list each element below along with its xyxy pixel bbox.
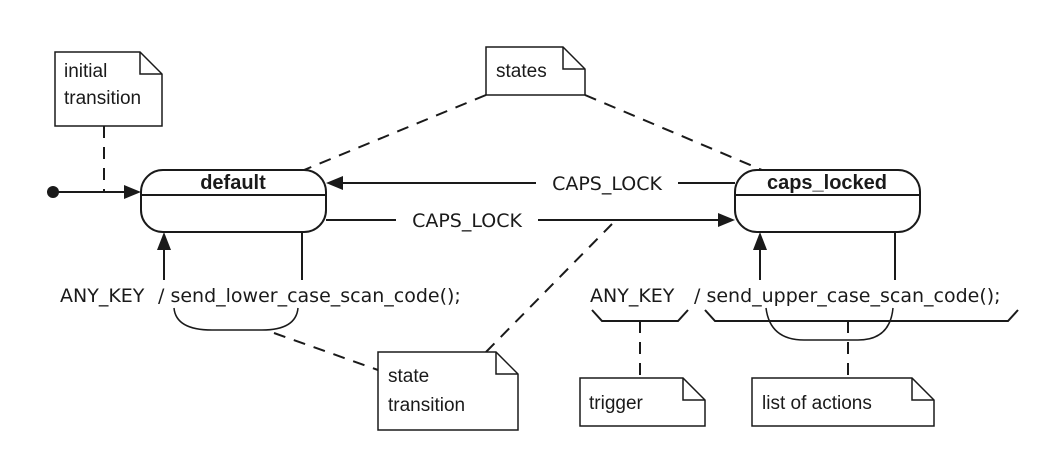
note-state-transition-line2: transition [388, 395, 465, 416]
self-caps-curve [765, 307, 894, 341]
note-state-transition-line1: state [388, 366, 429, 387]
state-default-name: default [200, 172, 266, 194]
self-default-action: / send_lower_case_scan_code(); [158, 285, 461, 307]
note-state-transition: state transition [377, 351, 519, 431]
state-caps-locked-name: caps_locked [767, 172, 887, 194]
self-caps-action: / send_upper_case_scan_code(); [694, 285, 1001, 307]
initial-pseudostate [47, 186, 59, 198]
note-states: states [485, 46, 586, 96]
note-list-of-actions: list of actions [751, 377, 935, 427]
transition-to-caps-event: CAPS_LOCK [412, 210, 522, 232]
initial-transition-arrowhead [124, 185, 141, 199]
note-states-connector-left [303, 94, 487, 171]
self-caps-trigger: ANY_KEY [590, 285, 675, 307]
self-default-trigger: ANY_KEY [60, 285, 145, 307]
note-initial-line2: transition [64, 88, 141, 109]
note-states-label: states [496, 61, 547, 82]
transition-to-default-arrowhead [326, 176, 343, 190]
transition-to-caps-arrowhead [718, 213, 735, 227]
note-trigger: trigger [579, 377, 706, 427]
self-default-arrowhead [157, 232, 171, 250]
note-state-transition-connector-left [273, 332, 379, 371]
note-initial-transition: initial transition [54, 51, 163, 127]
transition-to-default-event: CAPS_LOCK [552, 173, 662, 195]
actions-brace [704, 309, 1019, 322]
note-states-connector-right [584, 94, 763, 171]
note-list-of-actions-label: list of actions [762, 393, 872, 414]
state-default: default [140, 169, 327, 233]
note-state-transition-connector-right [485, 223, 613, 353]
self-caps-arrowhead [753, 232, 767, 250]
trigger-brace [591, 309, 689, 322]
self-default-curve [173, 307, 299, 331]
note-trigger-label: trigger [589, 393, 644, 414]
state-caps-locked: caps_locked [734, 169, 921, 233]
note-initial-line1: initial [64, 61, 107, 82]
